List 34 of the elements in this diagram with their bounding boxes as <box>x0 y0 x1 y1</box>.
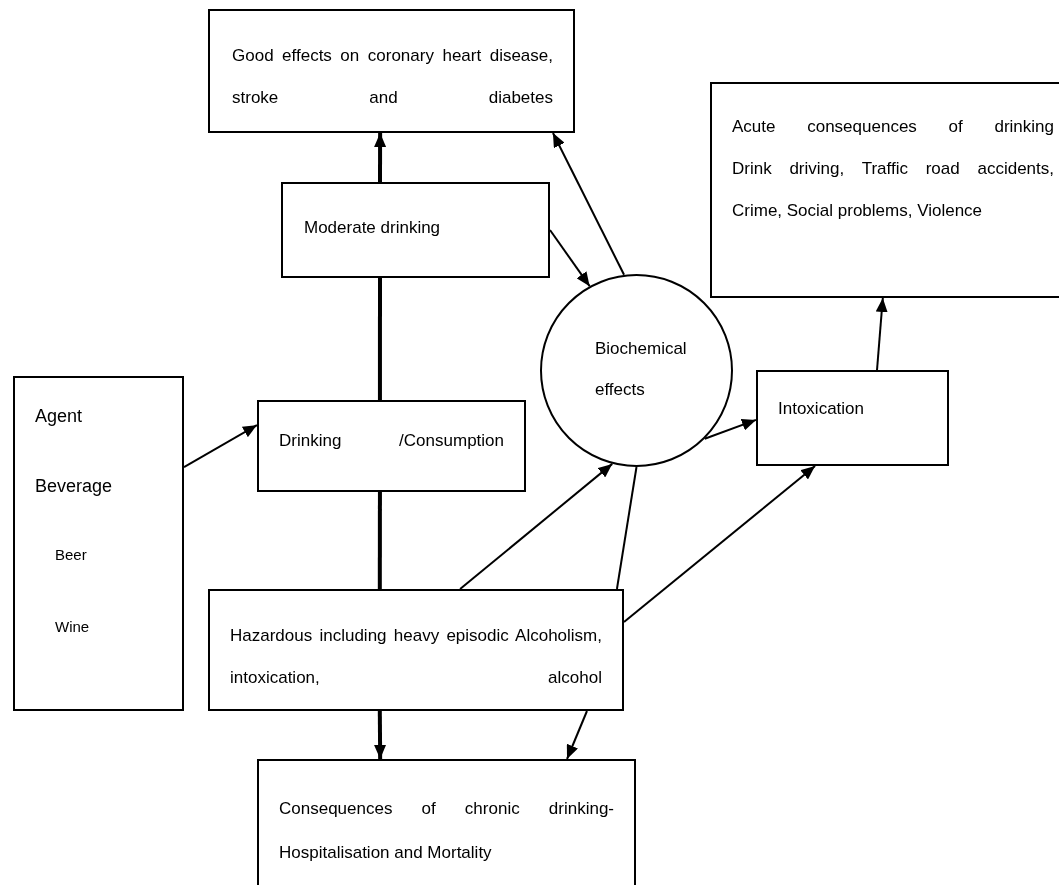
node-text: Drink driving, Traffic road accidents, Crime, Social problems, Violence <box>732 158 1054 222</box>
arrow <box>374 711 387 760</box>
arrow <box>623 465 817 623</box>
process-box <box>281 182 550 278</box>
node-text: Beer <box>55 545 88 565</box>
outcome-box <box>257 759 636 885</box>
process-box <box>257 400 526 492</box>
node-text: Intoxication <box>778 398 865 420</box>
arrow <box>552 132 626 276</box>
arrow <box>459 462 614 590</box>
process-box <box>756 370 949 466</box>
agent-box <box>13 376 184 711</box>
arrow <box>374 133 387 182</box>
node-text: Good effects on coronary heart disease, stroke and diabetes <box>232 45 553 109</box>
connector-line <box>377 492 382 589</box>
outcome-box <box>710 82 1059 298</box>
arrow <box>183 424 258 469</box>
arrow <box>703 418 757 440</box>
node-text: Drinking /Consumption <box>279 430 504 452</box>
arrow <box>549 229 591 288</box>
arrow <box>566 710 588 760</box>
connector-line <box>615 466 638 590</box>
arrow <box>875 297 888 371</box>
node-text: Wine <box>55 617 91 637</box>
node-text: Beverage <box>35 475 114 498</box>
node-text: Moderate drinking <box>304 217 442 239</box>
outcome-box <box>208 9 575 133</box>
node-text: Consequences of chronic drinking- Hospitalisation and Mortality <box>279 798 614 864</box>
connector-line <box>377 278 382 400</box>
process-box <box>208 589 624 711</box>
node-text: Acute consequences of drinking <box>732 116 1054 138</box>
node-text: Agent <box>35 405 84 428</box>
node-text: Biochemical effects <box>595 338 688 401</box>
node-text: Hazardous including heavy episodic Alcoholism, intoxication, alcohol <box>230 625 602 689</box>
